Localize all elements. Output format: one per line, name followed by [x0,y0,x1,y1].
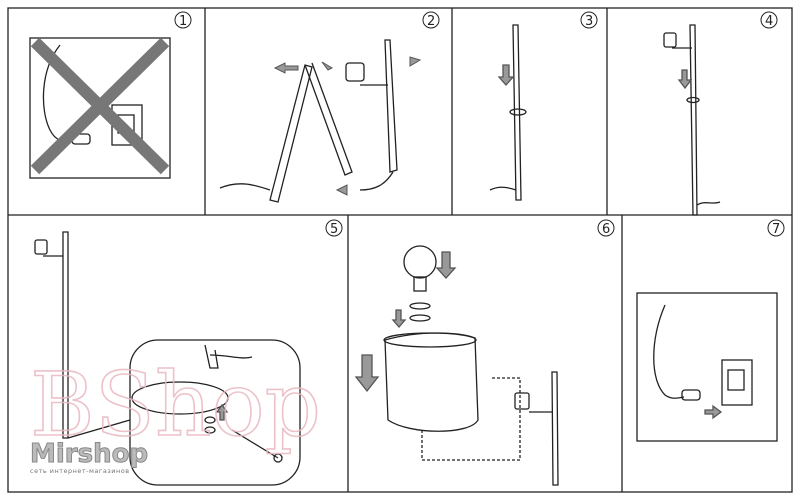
step-3-number: 3 [580,11,598,29]
step-2-unfold-illustration [219,39,422,203]
step-7-number: 7 [767,219,785,237]
step-1-unplug-illustration [29,37,171,179]
svg-text:6: 6 [602,222,610,237]
mirshop-logo: Mirshop сеть интернет-магазинов [30,439,149,476]
bshop-watermark: BShop [30,353,321,456]
svg-text:5: 5 [330,222,338,237]
step-5-base-mount-illustration [34,231,301,486]
step-1-number: 1 [174,11,192,29]
step-4-illustration [663,24,721,216]
svg-text:2: 2 [427,14,435,29]
svg-text:1: 1 [179,14,187,29]
outer-frame [7,7,793,493]
svg-text:Mirshop: Mirshop [30,439,148,469]
step-2-number: 2 [422,11,440,29]
svg-text:4: 4 [765,14,773,29]
step-4-number: 4 [760,11,778,29]
step-5-number: 5 [325,219,343,237]
step-7-plug-in-illustration [636,292,778,442]
svg-text:3: 3 [585,14,593,29]
step-numbers: 1 2 3 4 5 6 7 [174,11,785,237]
step-6-bulb-shade-illustration [354,245,559,486]
svg-text:сеть интернет-магазинов: сеть интернет-магазинов [30,467,130,475]
step-3-illustration [489,24,527,201]
step-6-number: 6 [597,219,615,237]
svg-text:7: 7 [772,222,780,237]
